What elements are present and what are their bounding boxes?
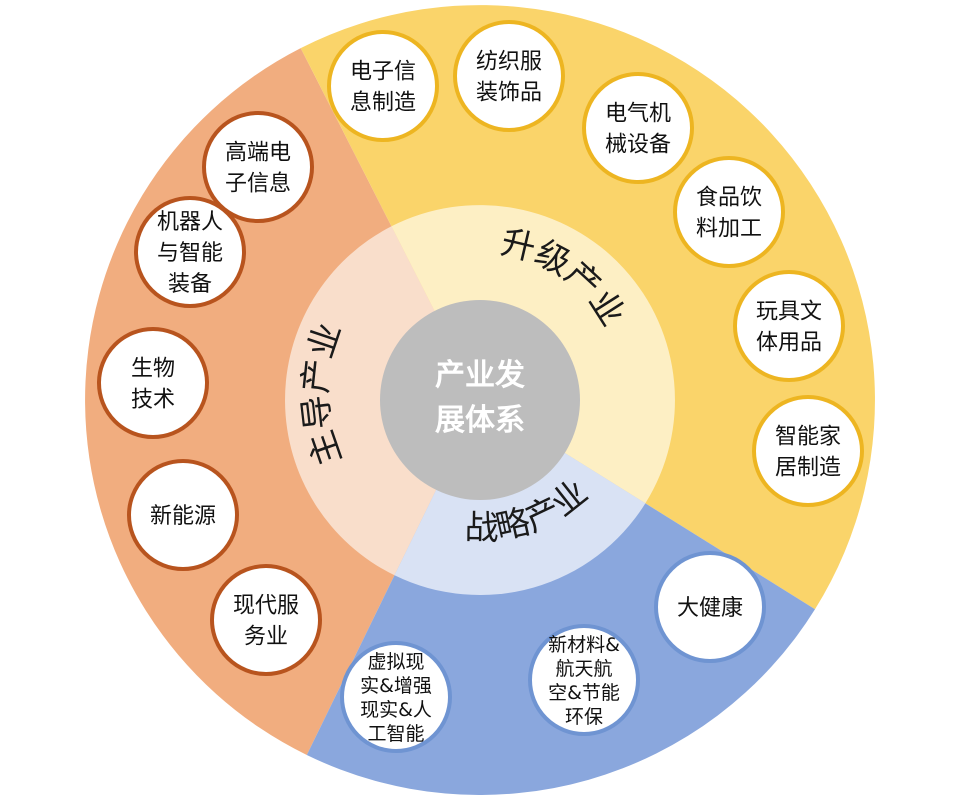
node-label-line: 子信息: [225, 172, 291, 197]
node-circle: [528, 624, 640, 736]
node-circle: [202, 111, 314, 223]
node-circle: [752, 395, 864, 507]
center-circle: [380, 300, 580, 500]
node-label-line: 电子信: [350, 60, 416, 85]
center-title-line2: 展体系: [435, 403, 525, 438]
node-label-line: 务业: [244, 625, 288, 650]
node-circle: [97, 327, 209, 439]
strategic-industry-node: 大健康: [654, 551, 766, 663]
node-label-line: 智能家: [775, 425, 841, 450]
node-circle: [327, 30, 439, 142]
node-label-line: 现代服: [233, 594, 299, 619]
industry-nodes: 高端电子信息机器人与智能装备生物技术新能源现代服务业电子信息制造纺织服装饰品电气…: [97, 20, 864, 753]
center-title-line1: 产业发: [435, 358, 525, 393]
leading-industry-node: 新能源: [127, 459, 239, 571]
node-label-line: 虚拟现: [367, 651, 424, 673]
node-label-line: 体用品: [756, 331, 822, 356]
node-label-line: 电气机: [605, 102, 671, 127]
node-label-line: 空&节能: [548, 682, 620, 704]
node-label-line: 现实&人: [360, 699, 432, 721]
node-label-line: 生物: [131, 357, 175, 382]
node-circle: [134, 196, 246, 308]
node-circle: [733, 270, 845, 382]
node-circle: [210, 564, 322, 676]
node-label-line: 食品饮: [696, 186, 762, 211]
node-label-line: 料加工: [696, 217, 762, 242]
node-label-line: 纺织服: [476, 50, 542, 75]
node-label-line: 装备: [168, 272, 212, 297]
node-label-line: 实&增强: [360, 675, 432, 697]
node-label-line: 新材料&: [548, 634, 620, 656]
node-circle: [654, 551, 766, 663]
node-label-line: 与智能: [157, 241, 223, 266]
node-label-line: 居制造: [775, 456, 841, 481]
node-label-line: 大健康: [677, 596, 743, 621]
node-label-line: 高端电: [225, 141, 291, 166]
node-label-line: 息制造: [350, 91, 416, 116]
node-label-line: 技术: [131, 388, 175, 413]
node-circle: [453, 20, 565, 132]
node-label-line: 玩具文: [756, 300, 822, 325]
node-label-line: 装饰品: [476, 81, 542, 106]
node-label-line: 新能源: [150, 504, 216, 529]
node-circle: [582, 72, 694, 184]
node-label-line: 械设备: [605, 133, 671, 158]
node-circle: [127, 459, 239, 571]
node-label-line: 工智能: [367, 723, 424, 745]
node-label-line: 环保: [565, 706, 603, 728]
node-circle: [340, 641, 452, 753]
node-label-line: 航天航: [555, 658, 612, 680]
node-circle: [673, 156, 785, 268]
node-label-line: 机器人: [157, 210, 223, 235]
